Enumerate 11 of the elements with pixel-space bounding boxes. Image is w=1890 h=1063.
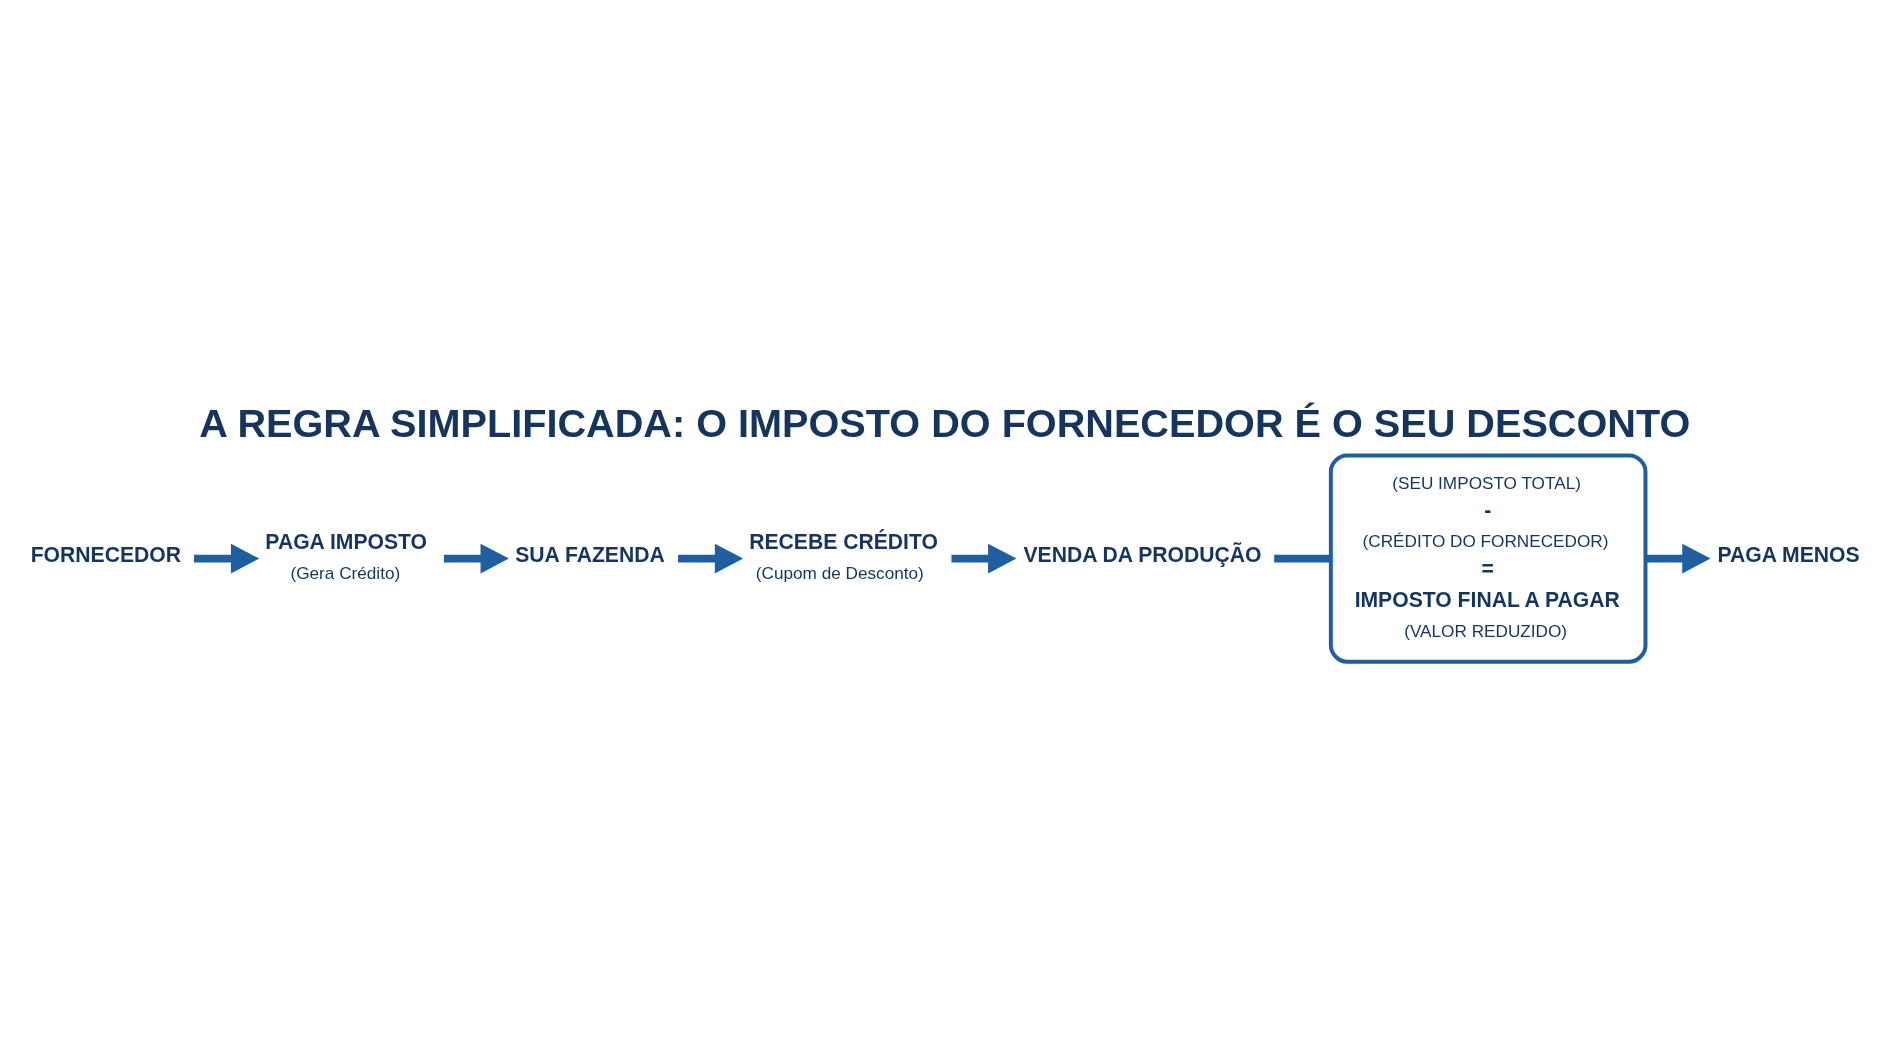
- arrow: [950, 543, 1016, 574]
- node-text: FORNECEDOR: [30, 543, 181, 567]
- node-text: SUA FAZENDA: [514, 543, 665, 567]
- arrow: [1645, 543, 1711, 574]
- connector: [1273, 554, 1330, 563]
- node-text: PAGA IMPOSTO (Gera Crédito): [264, 530, 427, 583]
- node-text: VENDA DA PRODUÇÃO: [1023, 543, 1262, 567]
- node-text: RECEBE CRÉDITO (Cupom de Desconto): [748, 530, 938, 583]
- diagram-title: A REGRA SIMPLIFICADA: O IMPOSTO DO FORNECEDOR É O SEU DESCONTO: [198, 400, 1690, 445]
- node-text: PAGA MENOS: [1717, 543, 1860, 567]
- node-box: (SEU IMPOSTO TOTAL) - (CRÉDITO DO FORNECEDOR) = IMPOSTO FINAL A PAGAR (VALOR REDUZIDO): [1328, 453, 1647, 664]
